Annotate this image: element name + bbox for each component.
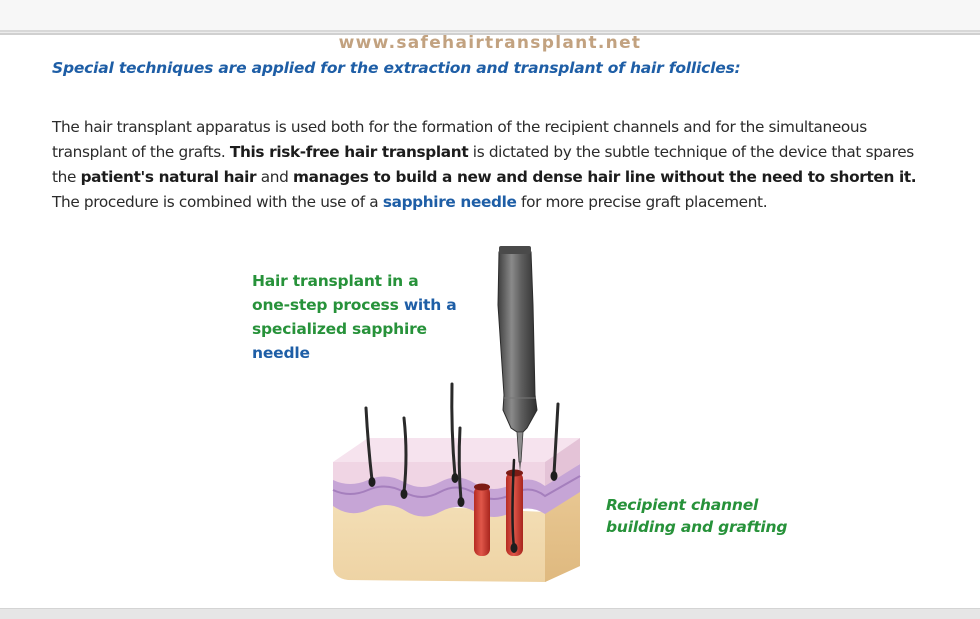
- callout-text-blue: needle: [252, 344, 310, 362]
- callout-text: specialized sapphire: [252, 320, 427, 338]
- paragraph-bold-natural-hair: patient's natural hair: [80, 168, 257, 186]
- callout-text-blue: with a: [403, 296, 457, 314]
- paragraph-text: is dictated by the subtle technique of t…: [52, 143, 914, 186]
- paragraph-bold-hair-line: manages to build a new and dense hair li…: [293, 168, 917, 186]
- illustration-caption: Recipient channel building and grafting: [606, 494, 806, 538]
- hair-strands: [364, 382, 560, 502]
- graft-channel: [506, 458, 523, 556]
- sapphire-needle-link[interactable]: sapphire needle: [382, 193, 517, 211]
- paragraph-text: The procedure is combined with the use o…: [52, 193, 383, 211]
- caption-line: Recipient channel: [606, 496, 759, 514]
- section-subtitle: Special techniques are applied for the e…: [52, 59, 741, 77]
- callout-text: one-step process: [252, 296, 399, 314]
- hair-bulbs: [368, 471, 558, 507]
- recipient-channel: [474, 483, 490, 556]
- caption-line: building and grafting: [606, 518, 788, 536]
- sapphire-needle-icon: [497, 246, 538, 472]
- paragraph-text: and: [256, 168, 294, 186]
- paragraph-bold-risk-free: This risk-free hair transplant: [229, 143, 469, 161]
- watermark: www.safehairtransplant.net: [338, 33, 642, 53]
- top-band: [0, 0, 980, 32]
- illustration-callout: Hair transplant in a one-step process wit…: [252, 269, 492, 365]
- paragraph-text: The hair transplant apparatus is used bo…: [52, 118, 867, 161]
- callout-text: Hair transplant in a: [252, 272, 419, 290]
- description-paragraph: The hair transplant apparatus is used bo…: [52, 115, 922, 215]
- bottom-band: [0, 608, 980, 619]
- paragraph-text: for more precise graft placement.: [516, 193, 768, 211]
